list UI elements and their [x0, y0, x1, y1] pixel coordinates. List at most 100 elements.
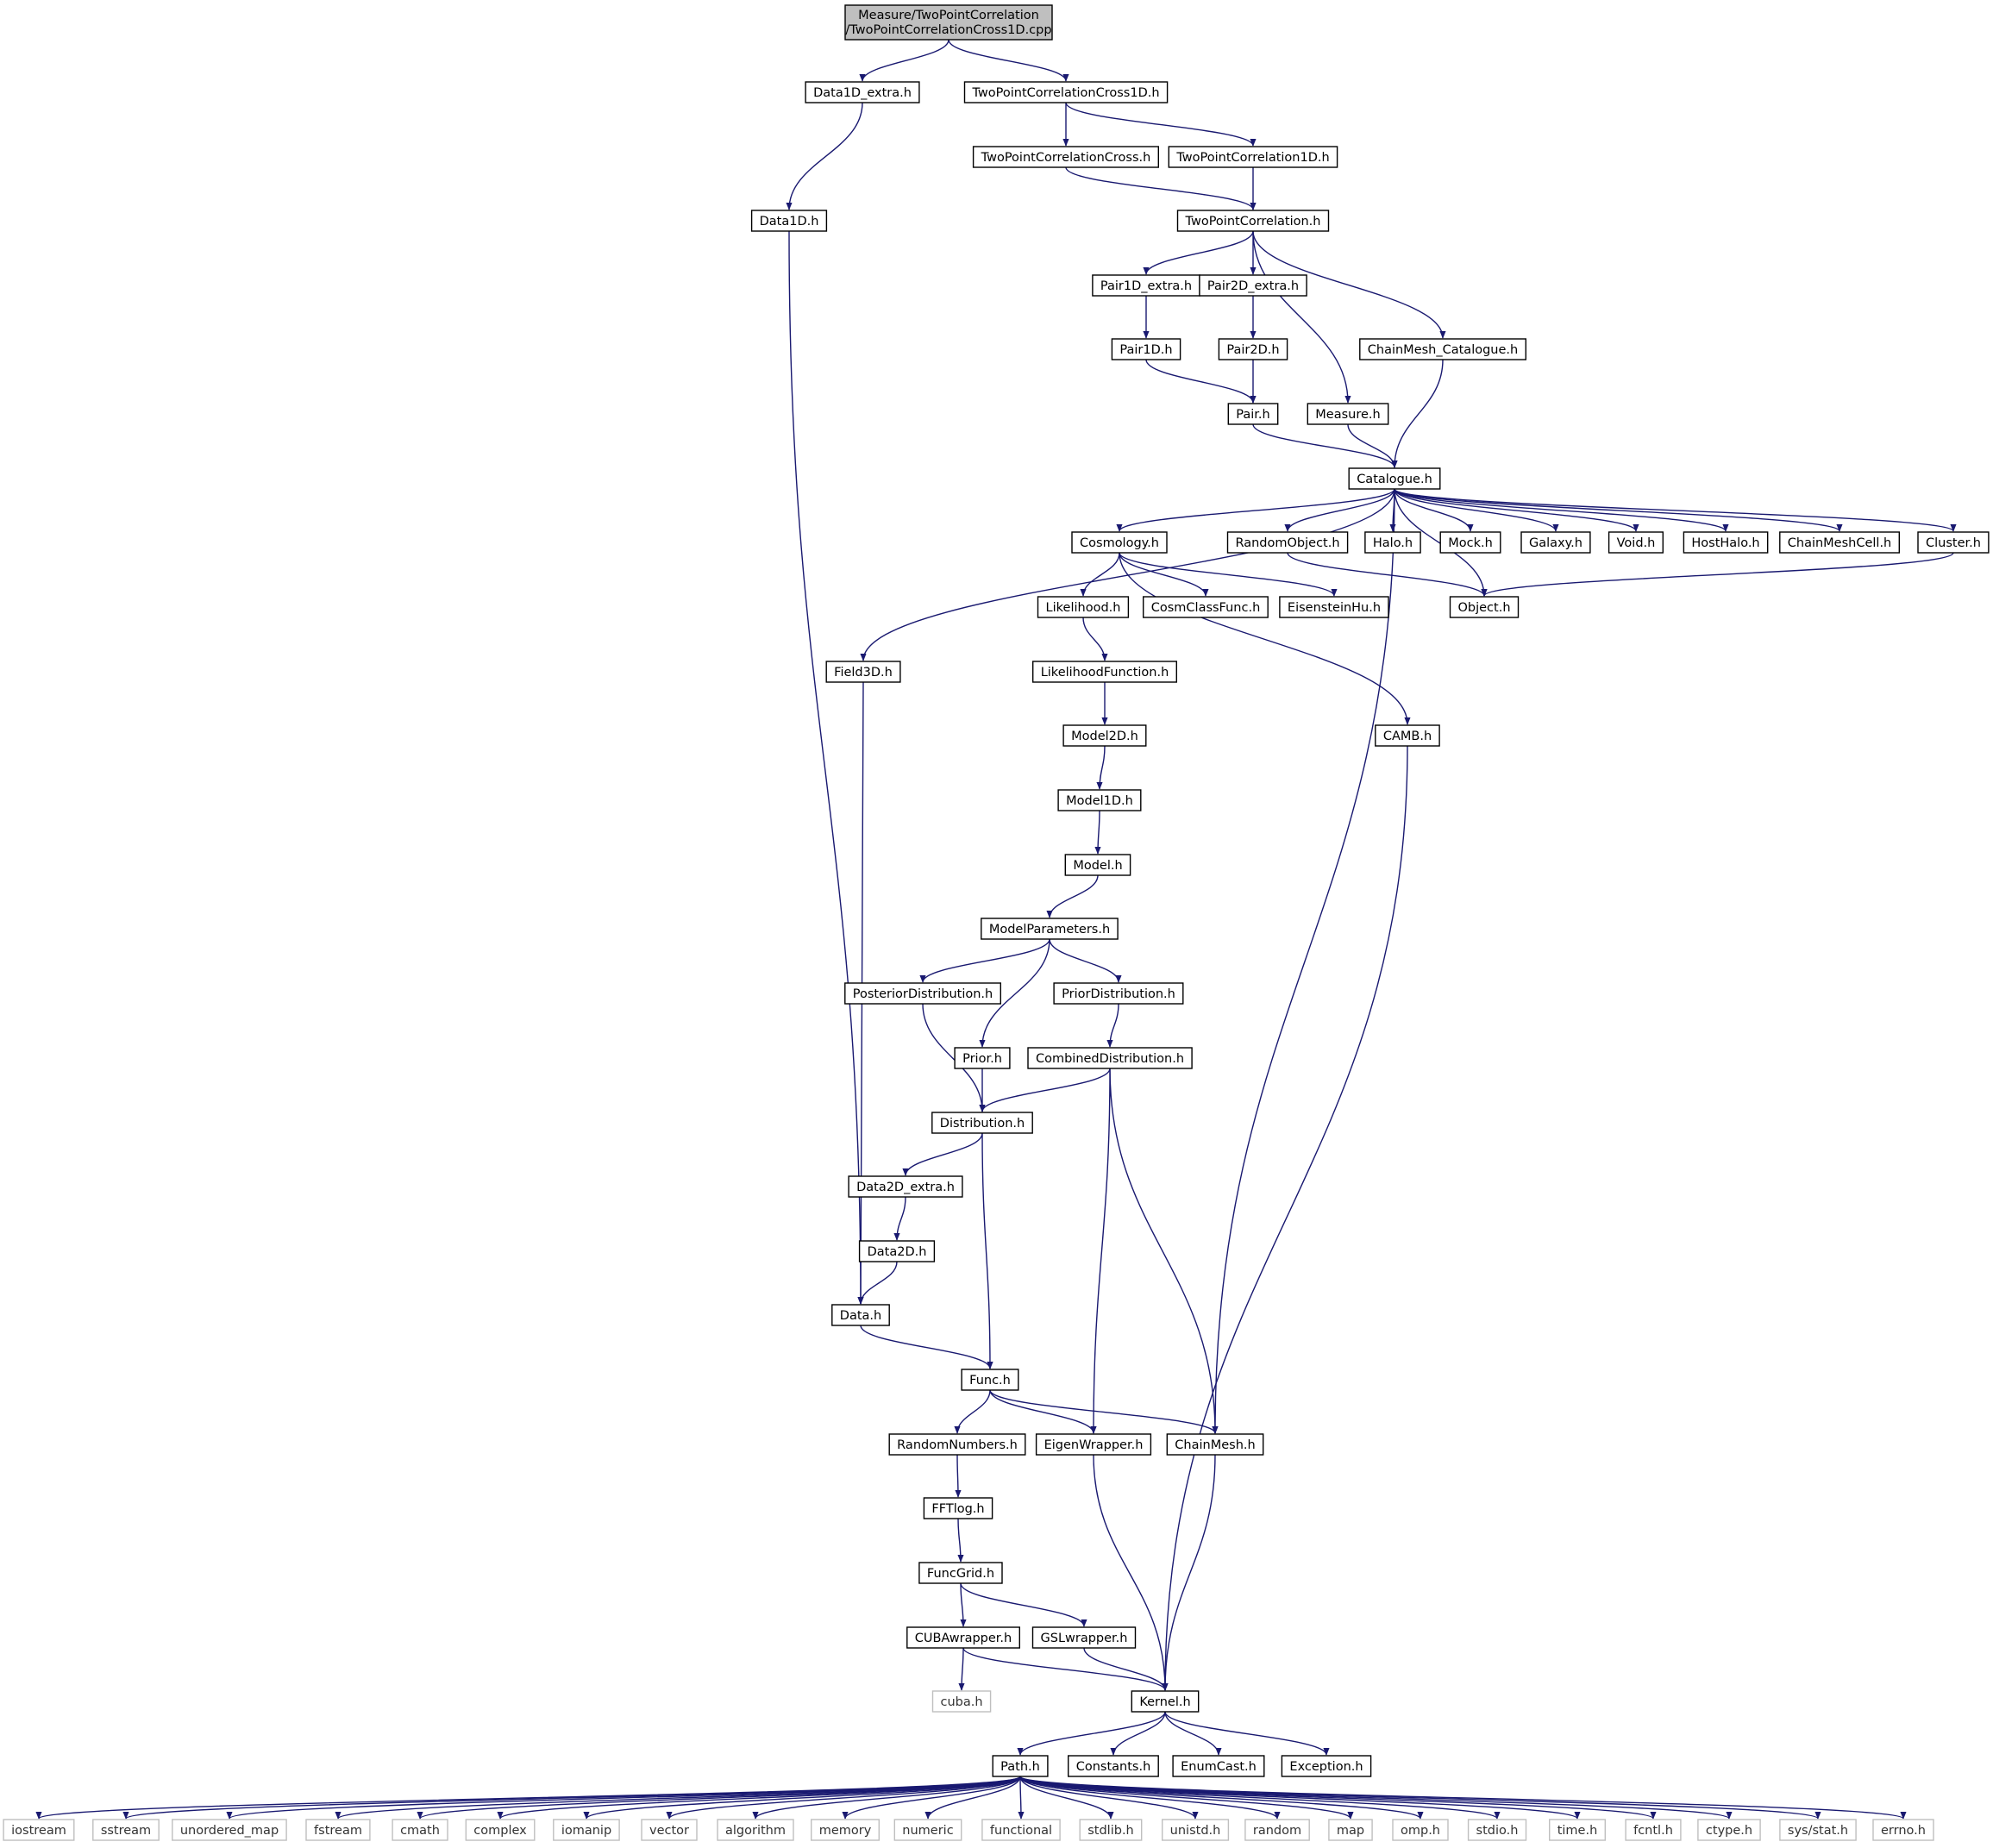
- node-label: Void.h: [1617, 536, 1656, 550]
- node-catalogue[interactable]: Catalogue.h: [1348, 467, 1441, 490]
- edge-model2d-to-model1d: [1096, 745, 1106, 790]
- node-func[interactable]: Func.h: [961, 1369, 1019, 1391]
- node-label: Halo.h: [1373, 536, 1413, 550]
- node-distribution[interactable]: Distribution.h: [931, 1112, 1033, 1134]
- edge-catalogue-to-hosthalo: [1394, 488, 1729, 532]
- node-chainmesh[interactable]: ChainMesh.h: [1166, 1433, 1264, 1456]
- node-cubawrapper[interactable]: CUBAwrapper.h: [906, 1626, 1021, 1649]
- node-eigenwrapper[interactable]: EigenWrapper.h: [1035, 1433, 1152, 1456]
- edge-tpc-to-chainmesh_cat: [1252, 230, 1446, 339]
- node-hosthalo[interactable]: HostHalo.h: [1683, 531, 1769, 554]
- node-data2d[interactable]: Data2D.h: [858, 1240, 936, 1262]
- node-pair1d[interactable]: Pair1D.h: [1111, 338, 1181, 360]
- node-label: Pair2D_extra.h: [1207, 279, 1299, 293]
- node-prior[interactable]: Prior.h: [954, 1047, 1011, 1069]
- edge-cluster-to-object: [1481, 552, 1954, 597]
- nodes-layer: Measure/TwoPointCorrelation /TwoPointCor…: [3, 4, 1990, 1841]
- node-tpc_cross[interactable]: TwoPointCorrelationCross.h: [972, 146, 1159, 168]
- node-camb[interactable]: CAMB.h: [1375, 724, 1440, 747]
- node-label: unordered_map: [180, 1824, 279, 1838]
- node-fftlog[interactable]: FFTlog.h: [923, 1497, 993, 1519]
- node-field3d[interactable]: Field3D.h: [825, 661, 901, 683]
- edge-path-to-iomanip: [583, 1776, 1021, 1820]
- edge-cubawrapper-to-kernel: [962, 1647, 1169, 1691]
- node-data1d_extra[interactable]: Data1D_extra.h: [805, 81, 920, 103]
- edge-distribution-to-data2d_extra: [902, 1132, 983, 1176]
- node-chainmeshcell[interactable]: ChainMeshCell.h: [1779, 531, 1901, 554]
- node-priordist[interactable]: PriorDistribution.h: [1053, 982, 1184, 1005]
- node-chainmesh_cat[interactable]: ChainMesh_Catalogue.h: [1359, 338, 1527, 360]
- node-likelihoodfunc[interactable]: LikelihoodFunction.h: [1031, 661, 1177, 683]
- edge-path-to-functional: [1018, 1776, 1025, 1820]
- node-kernel[interactable]: Kernel.h: [1131, 1690, 1200, 1713]
- node-cluster[interactable]: Cluster.h: [1917, 531, 1990, 554]
- node-pair1d_extra[interactable]: Pair1D_extra.h: [1092, 274, 1200, 297]
- edge-cosmology-to-likelihood: [1080, 552, 1120, 597]
- node-label: Exception.h: [1289, 1760, 1363, 1774]
- node-label: Pair1D.h: [1119, 343, 1172, 357]
- node-likelihood[interactable]: Likelihood.h: [1037, 596, 1130, 618]
- node-void[interactable]: Void.h: [1608, 531, 1664, 554]
- node-modelparams[interactable]: ModelParameters.h: [981, 918, 1119, 940]
- node-constants[interactable]: Constants.h: [1067, 1755, 1159, 1777]
- edge-root-to-tpc_cross1d: [948, 39, 1069, 82]
- node-label: stdlib.h: [1087, 1824, 1134, 1838]
- node-tpc[interactable]: TwoPointCorrelation.h: [1176, 210, 1330, 232]
- node-object[interactable]: Object.h: [1449, 596, 1520, 618]
- node-label: TwoPointCorrelation.h: [1185, 215, 1321, 229]
- node-gslwrapper[interactable]: GSLwrapper.h: [1031, 1626, 1137, 1649]
- node-label: Galaxy.h: [1529, 536, 1582, 550]
- edge-distribution-to-func: [981, 1132, 993, 1369]
- edge-combineddist-to-eigenwrapper: [1090, 1068, 1111, 1434]
- node-label: sstream: [101, 1824, 151, 1838]
- edge-path-to-map: [1019, 1776, 1354, 1820]
- edge-path-to-algorithm: [752, 1776, 1021, 1820]
- node-data[interactable]: Data.h: [831, 1304, 890, 1326]
- node-label: CombinedDistribution.h: [1036, 1052, 1184, 1066]
- node-pair2d_extra[interactable]: Pair2D_extra.h: [1199, 274, 1307, 297]
- node-combineddist[interactable]: CombinedDistribution.h: [1027, 1047, 1193, 1069]
- node-posteriordist[interactable]: PosteriorDistribution.h: [844, 982, 1001, 1005]
- edge-fftlog-to-funcgrid: [957, 1518, 964, 1563]
- node-path[interactable]: Path.h: [992, 1755, 1049, 1777]
- node-cosmology[interactable]: Cosmology.h: [1071, 531, 1168, 554]
- edge-func-to-randomnumbers: [954, 1389, 991, 1434]
- node-funcgrid[interactable]: FuncGrid.h: [918, 1562, 1003, 1584]
- node-galaxy[interactable]: Galaxy.h: [1520, 531, 1591, 554]
- node-pair[interactable]: Pair.h: [1227, 403, 1279, 425]
- root-file-node[interactable]: Measure/TwoPointCorrelation /TwoPointCor…: [844, 4, 1053, 41]
- node-label: Cluster.h: [1926, 536, 1981, 550]
- node-model[interactable]: Model.h: [1064, 854, 1131, 876]
- edge-cubawrapper-to-cuba: [958, 1647, 965, 1691]
- edge-root-to-data1d_extra: [859, 39, 949, 82]
- edge-gslwrapper-to-kernel: [1083, 1647, 1169, 1691]
- node-label: Pair.h: [1236, 408, 1269, 422]
- node-cosmclassfunc[interactable]: CosmClassFunc.h: [1142, 596, 1269, 618]
- node-halo[interactable]: Halo.h: [1364, 531, 1421, 554]
- node-label: EnumCast.h: [1181, 1760, 1257, 1774]
- node-label: Kernel.h: [1139, 1695, 1190, 1709]
- node-model1d[interactable]: Model1D.h: [1057, 789, 1142, 811]
- edge-combineddist-to-distribution: [979, 1068, 1111, 1112]
- node-exception[interactable]: Exception.h: [1281, 1755, 1372, 1777]
- node-tpc_cross1d[interactable]: TwoPointCorrelationCross1D.h: [963, 81, 1169, 103]
- node-randomnumbers[interactable]: RandomNumbers.h: [888, 1433, 1026, 1456]
- node-eisensteinhu[interactable]: EisensteinHu.h: [1279, 596, 1389, 618]
- edge-path-to-iostream: [35, 1776, 1021, 1820]
- node-model2d[interactable]: Model2D.h: [1062, 724, 1147, 747]
- node-pair2d[interactable]: Pair2D.h: [1218, 338, 1288, 360]
- node-label: random: [1253, 1824, 1301, 1838]
- node-enumcast[interactable]: EnumCast.h: [1172, 1755, 1265, 1777]
- node-mock[interactable]: Mock.h: [1439, 531, 1501, 554]
- node-label: Func.h: [969, 1374, 1011, 1388]
- edge-catalogue-to-galaxy: [1394, 488, 1559, 532]
- node-data2d_extra[interactable]: Data2D_extra.h: [848, 1175, 963, 1198]
- node-label: Object.h: [1457, 601, 1510, 615]
- node-algorithm: algorithm: [717, 1819, 794, 1841]
- node-data1d[interactable]: Data1D.h: [750, 210, 828, 232]
- node-randomobject[interactable]: RandomObject.h: [1226, 531, 1349, 554]
- node-errno: errno.h: [1872, 1819, 1934, 1841]
- node-measure[interactable]: Measure.h: [1307, 403, 1389, 425]
- edge-combineddist-to-chainmesh: [1109, 1068, 1219, 1434]
- node-tpc_1d[interactable]: TwoPointCorrelation1D.h: [1168, 146, 1338, 168]
